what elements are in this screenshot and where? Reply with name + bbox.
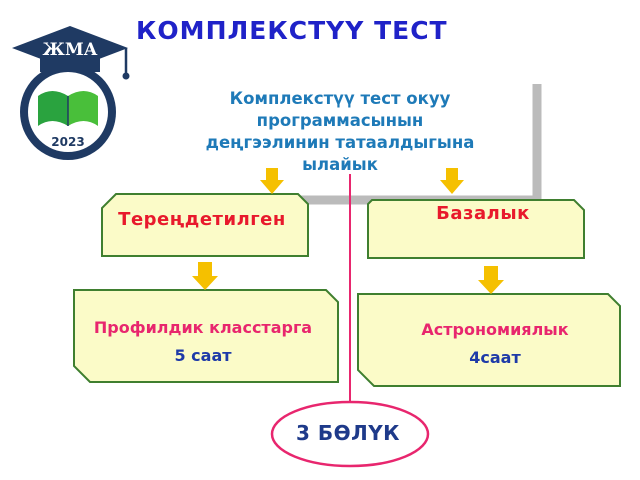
box-profile-label: Профилдик класстарга xyxy=(93,318,313,337)
grey-bracket xyxy=(160,84,542,205)
box-basic xyxy=(367,199,585,259)
arrow-down-icon xyxy=(478,266,504,294)
intro-line: Комплекстүү тест окуу xyxy=(229,89,451,108)
final-label: 3 БӨЛҮК xyxy=(295,421,401,445)
arrow-down-icon xyxy=(260,168,284,194)
box-astronomy-hours: 4саат xyxy=(469,348,521,367)
box-advanced xyxy=(101,193,309,257)
box-advanced-label: Тереңдетилген xyxy=(118,209,286,230)
box-profile-hours: 5 саат xyxy=(174,346,232,365)
arrow-down-icon xyxy=(192,262,218,290)
slide-title: КОМПЛЕКСТҮҮ ТЕСТ xyxy=(136,16,448,45)
final-ellipse xyxy=(270,400,430,468)
logo-emblem: ЖМА 2023 xyxy=(12,26,130,160)
intro-line: ылайык xyxy=(302,155,378,174)
logo-banner-text: ЖМА xyxy=(43,40,98,60)
box-astronomy xyxy=(357,293,621,387)
intro-text: Комплекстүү тест окуу программасынын дең… xyxy=(150,88,530,176)
intro-line: деңгээлинин татаалдыгына xyxy=(205,133,475,152)
arrow-down-icon xyxy=(440,168,464,194)
box-astronomy-label: Астрономиялык xyxy=(421,320,569,339)
intro-line: программасынын xyxy=(256,111,424,130)
logo-year: 2023 xyxy=(51,135,84,149)
box-profile xyxy=(73,289,339,383)
book-icon xyxy=(38,91,98,126)
box-basic-label: Базалык xyxy=(436,203,530,224)
